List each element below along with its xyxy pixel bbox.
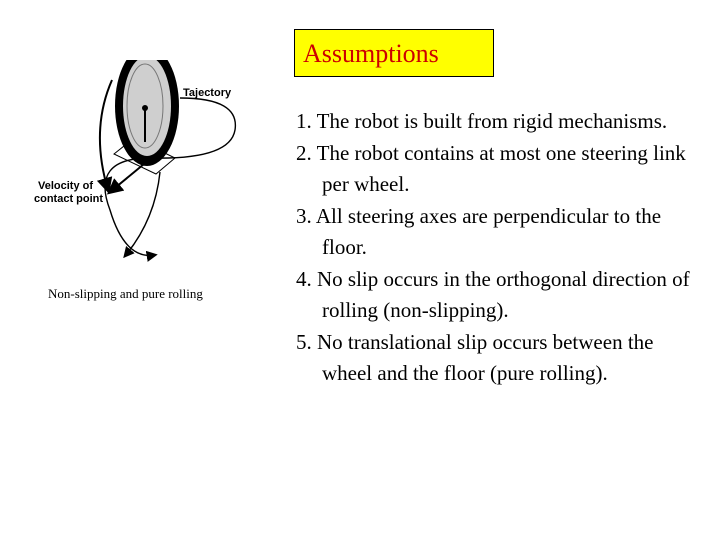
list-item: 3. All steering axes are perpendicular t… — [296, 203, 662, 260]
list-item: 1. The robot is built from rigid mechani… — [296, 109, 668, 133]
downward-curve — [123, 171, 161, 259]
arrow-icon — [106, 163, 145, 195]
assumption-list: 1. The robot is built from rigid mechani… — [296, 106, 706, 390]
list-item: 2. The robot contains at most one steeri… — [296, 140, 686, 197]
trajectory-label: Tajectory — [183, 87, 232, 99]
trajectory-curve — [104, 97, 237, 262]
figure-caption: Non-slipping and pure rolling — [48, 286, 203, 301]
velocity-label-line2: contact point — [34, 193, 103, 205]
wheel-diagram: Tajectory Velocity of contact point — [34, 60, 237, 262]
slide-title: Assumptions — [294, 29, 494, 77]
list-item: 5. No translational slip occurs between … — [296, 329, 654, 386]
velocity-label-line1: Velocity of — [38, 180, 93, 192]
wheel-icon — [115, 60, 179, 166]
rotation-arrow — [96, 79, 113, 194]
list-item: 4. No slip occurs in the orthogonal dire… — [296, 266, 690, 323]
